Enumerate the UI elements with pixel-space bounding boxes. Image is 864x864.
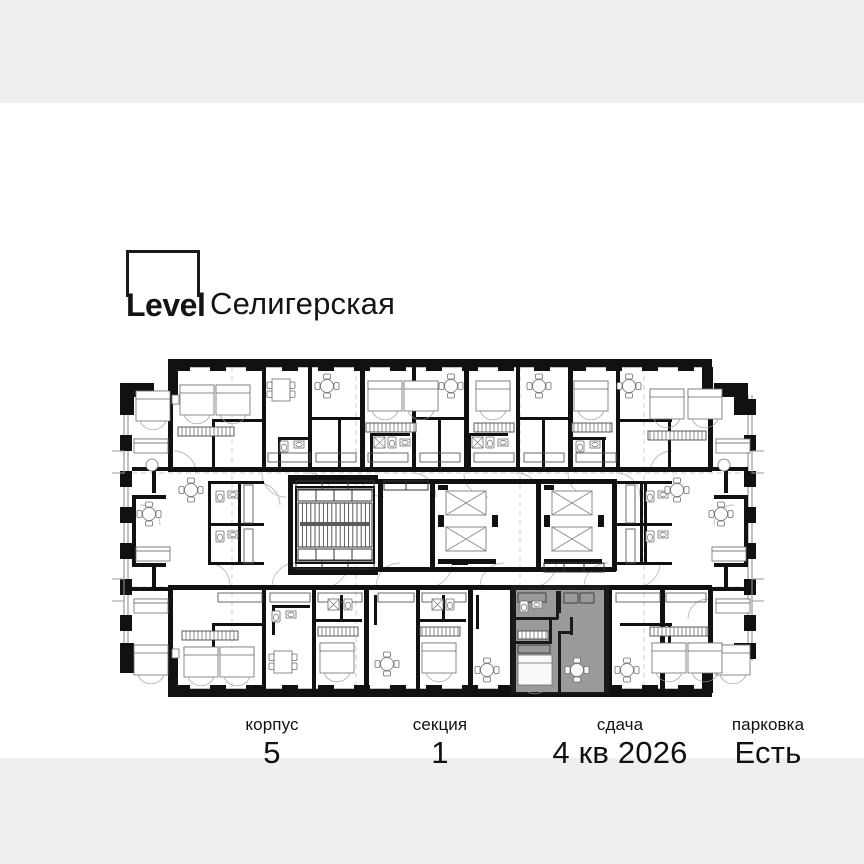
- stat-parkovka: парковка Есть: [668, 715, 864, 771]
- furniture-mid: [135, 477, 747, 564]
- stat-korpus-label: корпус: [245, 715, 299, 734]
- stairwell: [295, 486, 375, 564]
- listing-stats: корпус 5 секция 1 сдача 4 кв 2026 парков…: [112, 715, 804, 785]
- stat-parkovka-label: парковка: [731, 715, 805, 734]
- selected-apartment[interactable]: [511, 585, 609, 695]
- stat-sdacha-value: 4 кв 2026: [552, 735, 688, 770]
- building-core: [288, 475, 617, 575]
- furniture-top: [133, 373, 751, 472]
- listing-card: Level Селигерская: [0, 103, 864, 770]
- project-name: Селигерская: [210, 286, 396, 321]
- stat-sdacha: сдача 4 кв 2026: [512, 715, 728, 771]
- floor-plan-svg: [112, 355, 764, 703]
- brand-logo: Level Селигерская: [126, 250, 395, 322]
- stat-parkovka-value: Есть: [734, 735, 802, 770]
- elevator-group: [438, 485, 605, 573]
- brand-wordmark: Level: [126, 287, 206, 323]
- floor-plan[interactable]: [112, 355, 764, 703]
- stat-korpus: корпус 5: [192, 715, 352, 771]
- stat-sekciya-value: 1: [431, 735, 449, 770]
- stat-korpus-value: 5: [263, 735, 281, 770]
- stat-sdacha-label: сдача: [596, 715, 644, 734]
- stat-sekciya-label: секция: [412, 715, 468, 734]
- furniture-bottom: [133, 592, 751, 687]
- level-bracket-icon: Level: [126, 250, 206, 322]
- stat-sekciya: секция 1: [360, 715, 520, 771]
- bracket-frame-shape: [126, 250, 200, 297]
